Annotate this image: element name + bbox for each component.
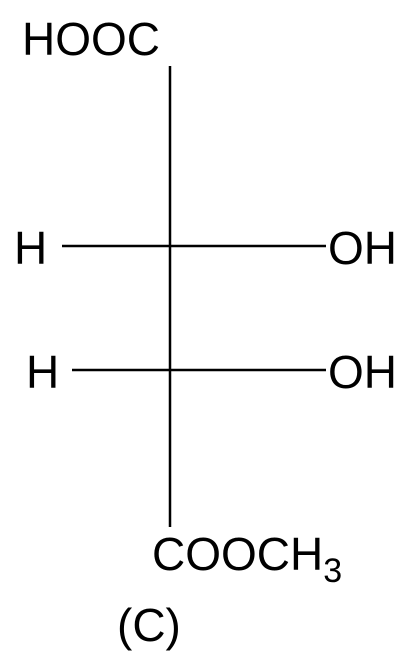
bottom-group-label: COOCH3 [152, 528, 342, 590]
bottom-group-subscript: 3 [323, 552, 342, 590]
bottom-group-main-text: COOCH [152, 528, 323, 580]
row1-left-substituent: H [14, 222, 47, 274]
row2-left-substituent: H [26, 346, 59, 398]
top-group-label: HOOC [22, 13, 160, 65]
row2-right-substituent: OH [328, 346, 397, 398]
row1-right-substituent: OH [328, 222, 397, 274]
figure-caption: (C) [117, 599, 181, 651]
